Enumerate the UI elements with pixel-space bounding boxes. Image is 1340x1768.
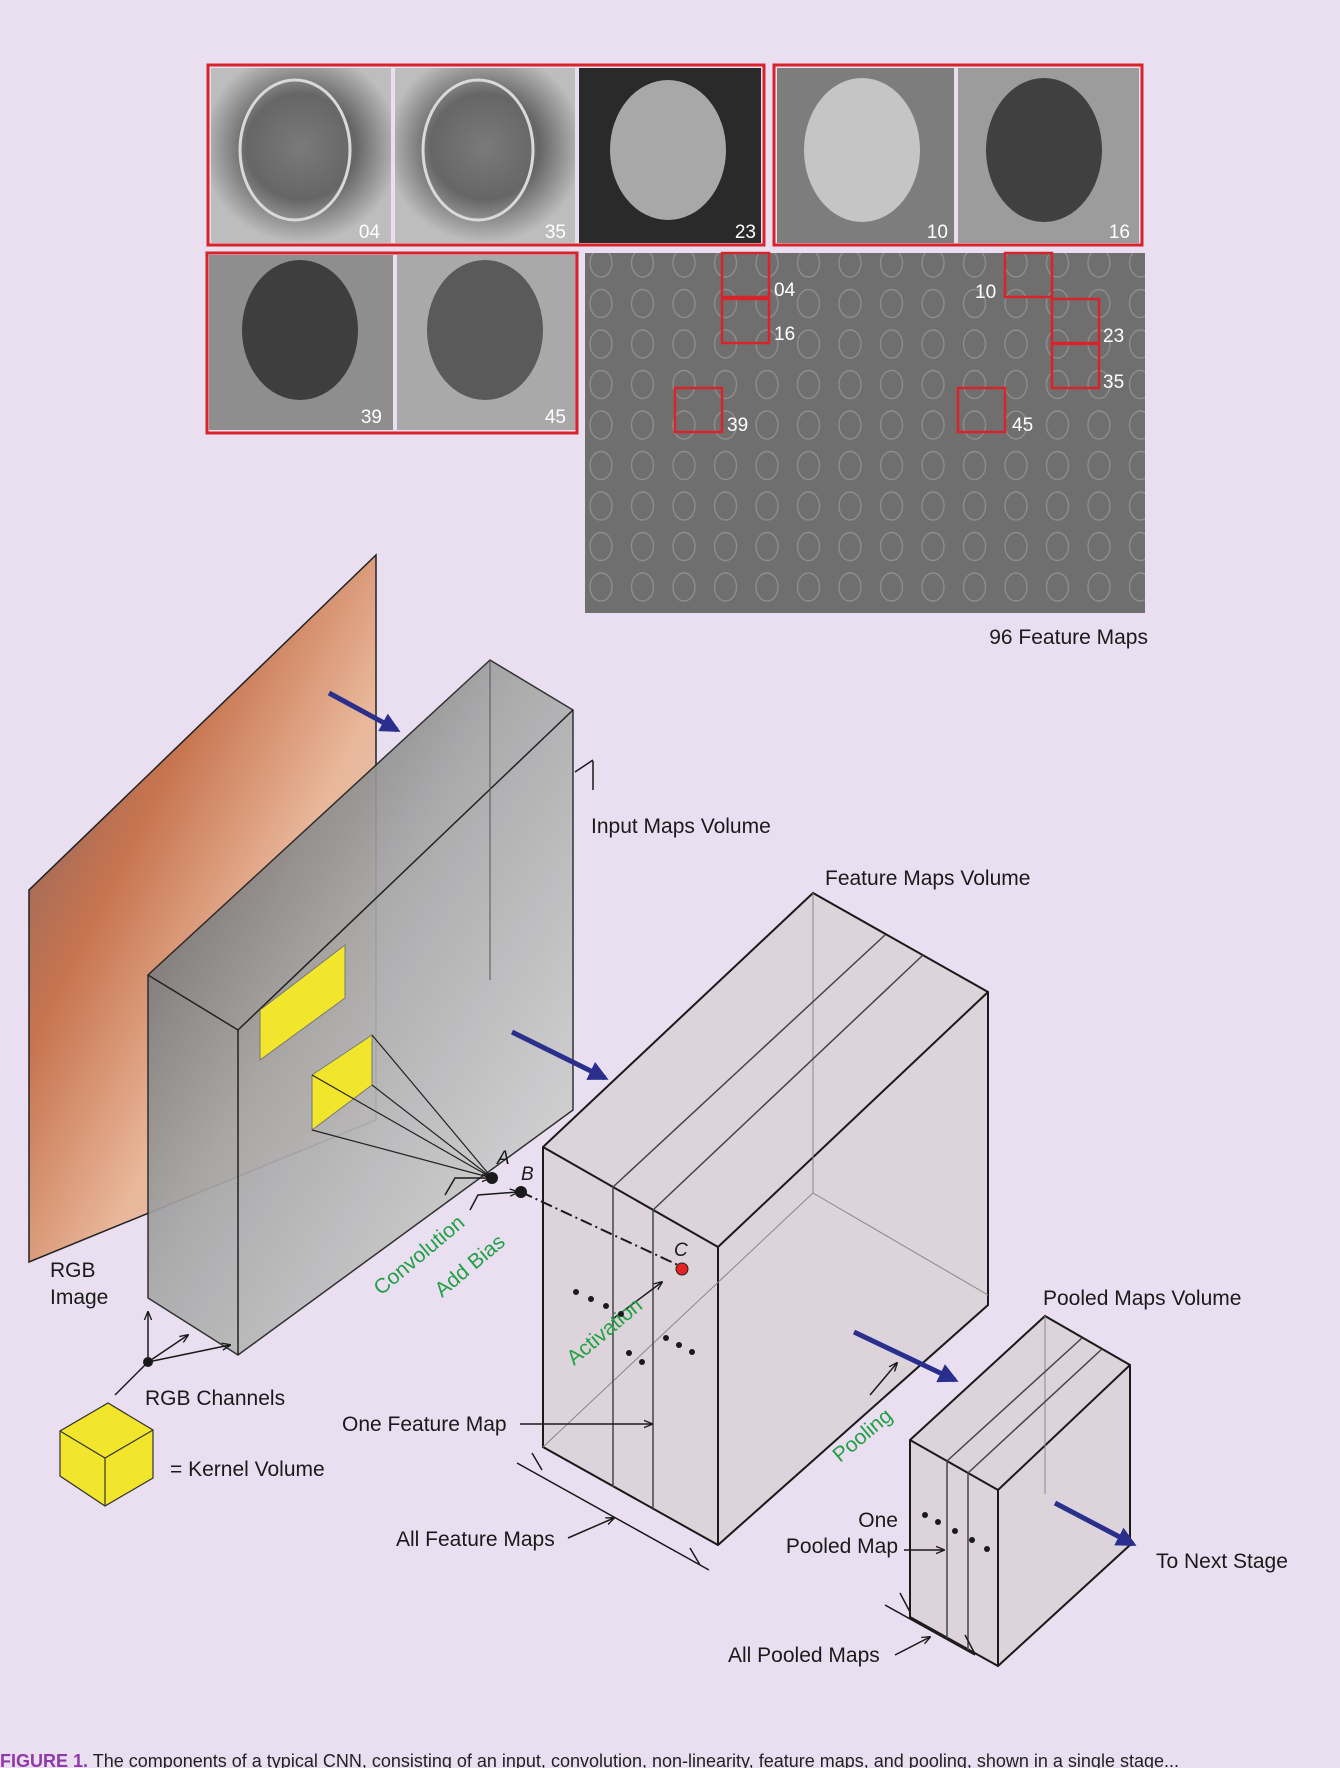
tile-number-16: 16 bbox=[1109, 222, 1130, 243]
tile-number-45: 45 bbox=[545, 407, 566, 428]
input-maps-volume bbox=[147, 659, 574, 1356]
pooled-dots bbox=[922, 1512, 990, 1552]
grid-highlight bbox=[673, 386, 724, 434]
next-stage-arrow bbox=[1053, 1500, 1137, 1547]
grid-label-23: 23 bbox=[1103, 326, 1124, 347]
convolution-leader bbox=[444, 1178, 490, 1196]
highlight-box bbox=[205, 251, 579, 435]
tile-number-23: 23 bbox=[735, 222, 756, 243]
input-maps-volume-label: Input Maps Volume bbox=[591, 815, 771, 838]
feature-tile-45: 45 bbox=[397, 255, 576, 430]
grid-highlight bbox=[956, 386, 1007, 434]
feature-tile-39: 39 bbox=[209, 255, 393, 430]
feature-maps-volume bbox=[542, 891, 989, 1547]
one-pooled-map-label-line2: Pooled Map bbox=[786, 1535, 898, 1558]
grid-label-04: 04 bbox=[774, 280, 796, 301]
feature-tile-16: 16 bbox=[958, 68, 1139, 243]
grid-highlight bbox=[1003, 251, 1054, 299]
all-feature-maps-dimension bbox=[516, 1452, 710, 1571]
feature-tile-35: 35 bbox=[395, 68, 575, 243]
pooled-maps-volume-label: Pooled Maps Volume bbox=[1043, 1287, 1241, 1310]
pooling-leader bbox=[869, 1363, 897, 1396]
point-a-label: A bbox=[496, 1148, 510, 1169]
point-c bbox=[675, 1262, 689, 1276]
forward-arrow bbox=[327, 690, 401, 733]
rgb-image-label-line1: RGB bbox=[50, 1259, 96, 1282]
tile-number-10: 10 bbox=[927, 222, 948, 243]
feature-maps-count-label: 96 Feature Maps bbox=[989, 626, 1148, 649]
grid-highlight bbox=[720, 251, 771, 299]
continuation-dots bbox=[573, 1289, 695, 1365]
all-feature-maps-label: All Feature Maps bbox=[396, 1528, 555, 1551]
grid-label-35: 35 bbox=[1103, 372, 1124, 393]
all-feature-maps-leader bbox=[567, 1518, 614, 1539]
one-feature-map-label: One Feature Map bbox=[342, 1413, 507, 1436]
forward-arrow bbox=[510, 1029, 609, 1081]
kernel-volume-label: = Kernel Volume bbox=[170, 1458, 325, 1481]
point-c-label: C bbox=[674, 1240, 688, 1261]
input-maps-leader bbox=[574, 759, 594, 790]
rgb-channel-axes bbox=[114, 1312, 230, 1396]
grid-label-45: 45 bbox=[1012, 415, 1033, 436]
highlight-box bbox=[206, 63, 766, 247]
grid-label-16: 16 bbox=[774, 324, 795, 345]
grid-label-10: 10 bbox=[975, 282, 996, 303]
highlighted-feature-maps: 04 35 23 10 16 39 bbox=[205, 63, 1144, 435]
kernel-volume-icon bbox=[59, 1402, 154, 1507]
tile-number-35: 35 bbox=[545, 222, 566, 243]
all-pooled-maps-label: All Pooled Maps bbox=[728, 1644, 880, 1667]
all-pooled-maps-dimension bbox=[884, 1592, 976, 1656]
pooling-arrow bbox=[852, 1329, 959, 1383]
one-pooled-map-label-line1: One bbox=[858, 1509, 898, 1532]
feature-tile-23: 23 bbox=[579, 68, 761, 243]
feature-map-grid: 04 16 10 23 35 39 45 96 Feature Maps bbox=[585, 251, 1148, 649]
caption-text: The components of a typical CNN, consist… bbox=[92, 1752, 1179, 1768]
grid-highlight bbox=[720, 297, 771, 345]
rgb-channels-label: RGB Channels bbox=[145, 1387, 285, 1410]
tile-number-04: 04 bbox=[359, 222, 381, 243]
all-pooled-maps-leader bbox=[894, 1637, 930, 1656]
figure-caption: FIGURE 1. The components of a typical CN… bbox=[0, 1752, 1340, 1768]
feature-tile-04: 04 bbox=[211, 68, 391, 243]
grid-highlight bbox=[1050, 342, 1101, 390]
rgb-image-label-line2: Image bbox=[50, 1286, 108, 1309]
caption-prefix: FIGURE 1. bbox=[0, 1752, 89, 1768]
kernel-on-input bbox=[259, 943, 493, 1179]
grid-label-39: 39 bbox=[727, 415, 748, 436]
mapping-line bbox=[520, 1191, 679, 1266]
feature-maps-volume-label: Feature Maps Volume bbox=[825, 867, 1030, 890]
highlight-box bbox=[772, 63, 1144, 247]
feature-tile-10: 10 bbox=[777, 68, 954, 243]
to-next-stage-label: To Next Stage bbox=[1156, 1550, 1288, 1573]
tile-number-39: 39 bbox=[361, 407, 382, 428]
point-b-label: B bbox=[521, 1164, 534, 1185]
add-bias-leader bbox=[469, 1192, 518, 1211]
pooled-maps-volume bbox=[909, 1314, 1131, 1668]
